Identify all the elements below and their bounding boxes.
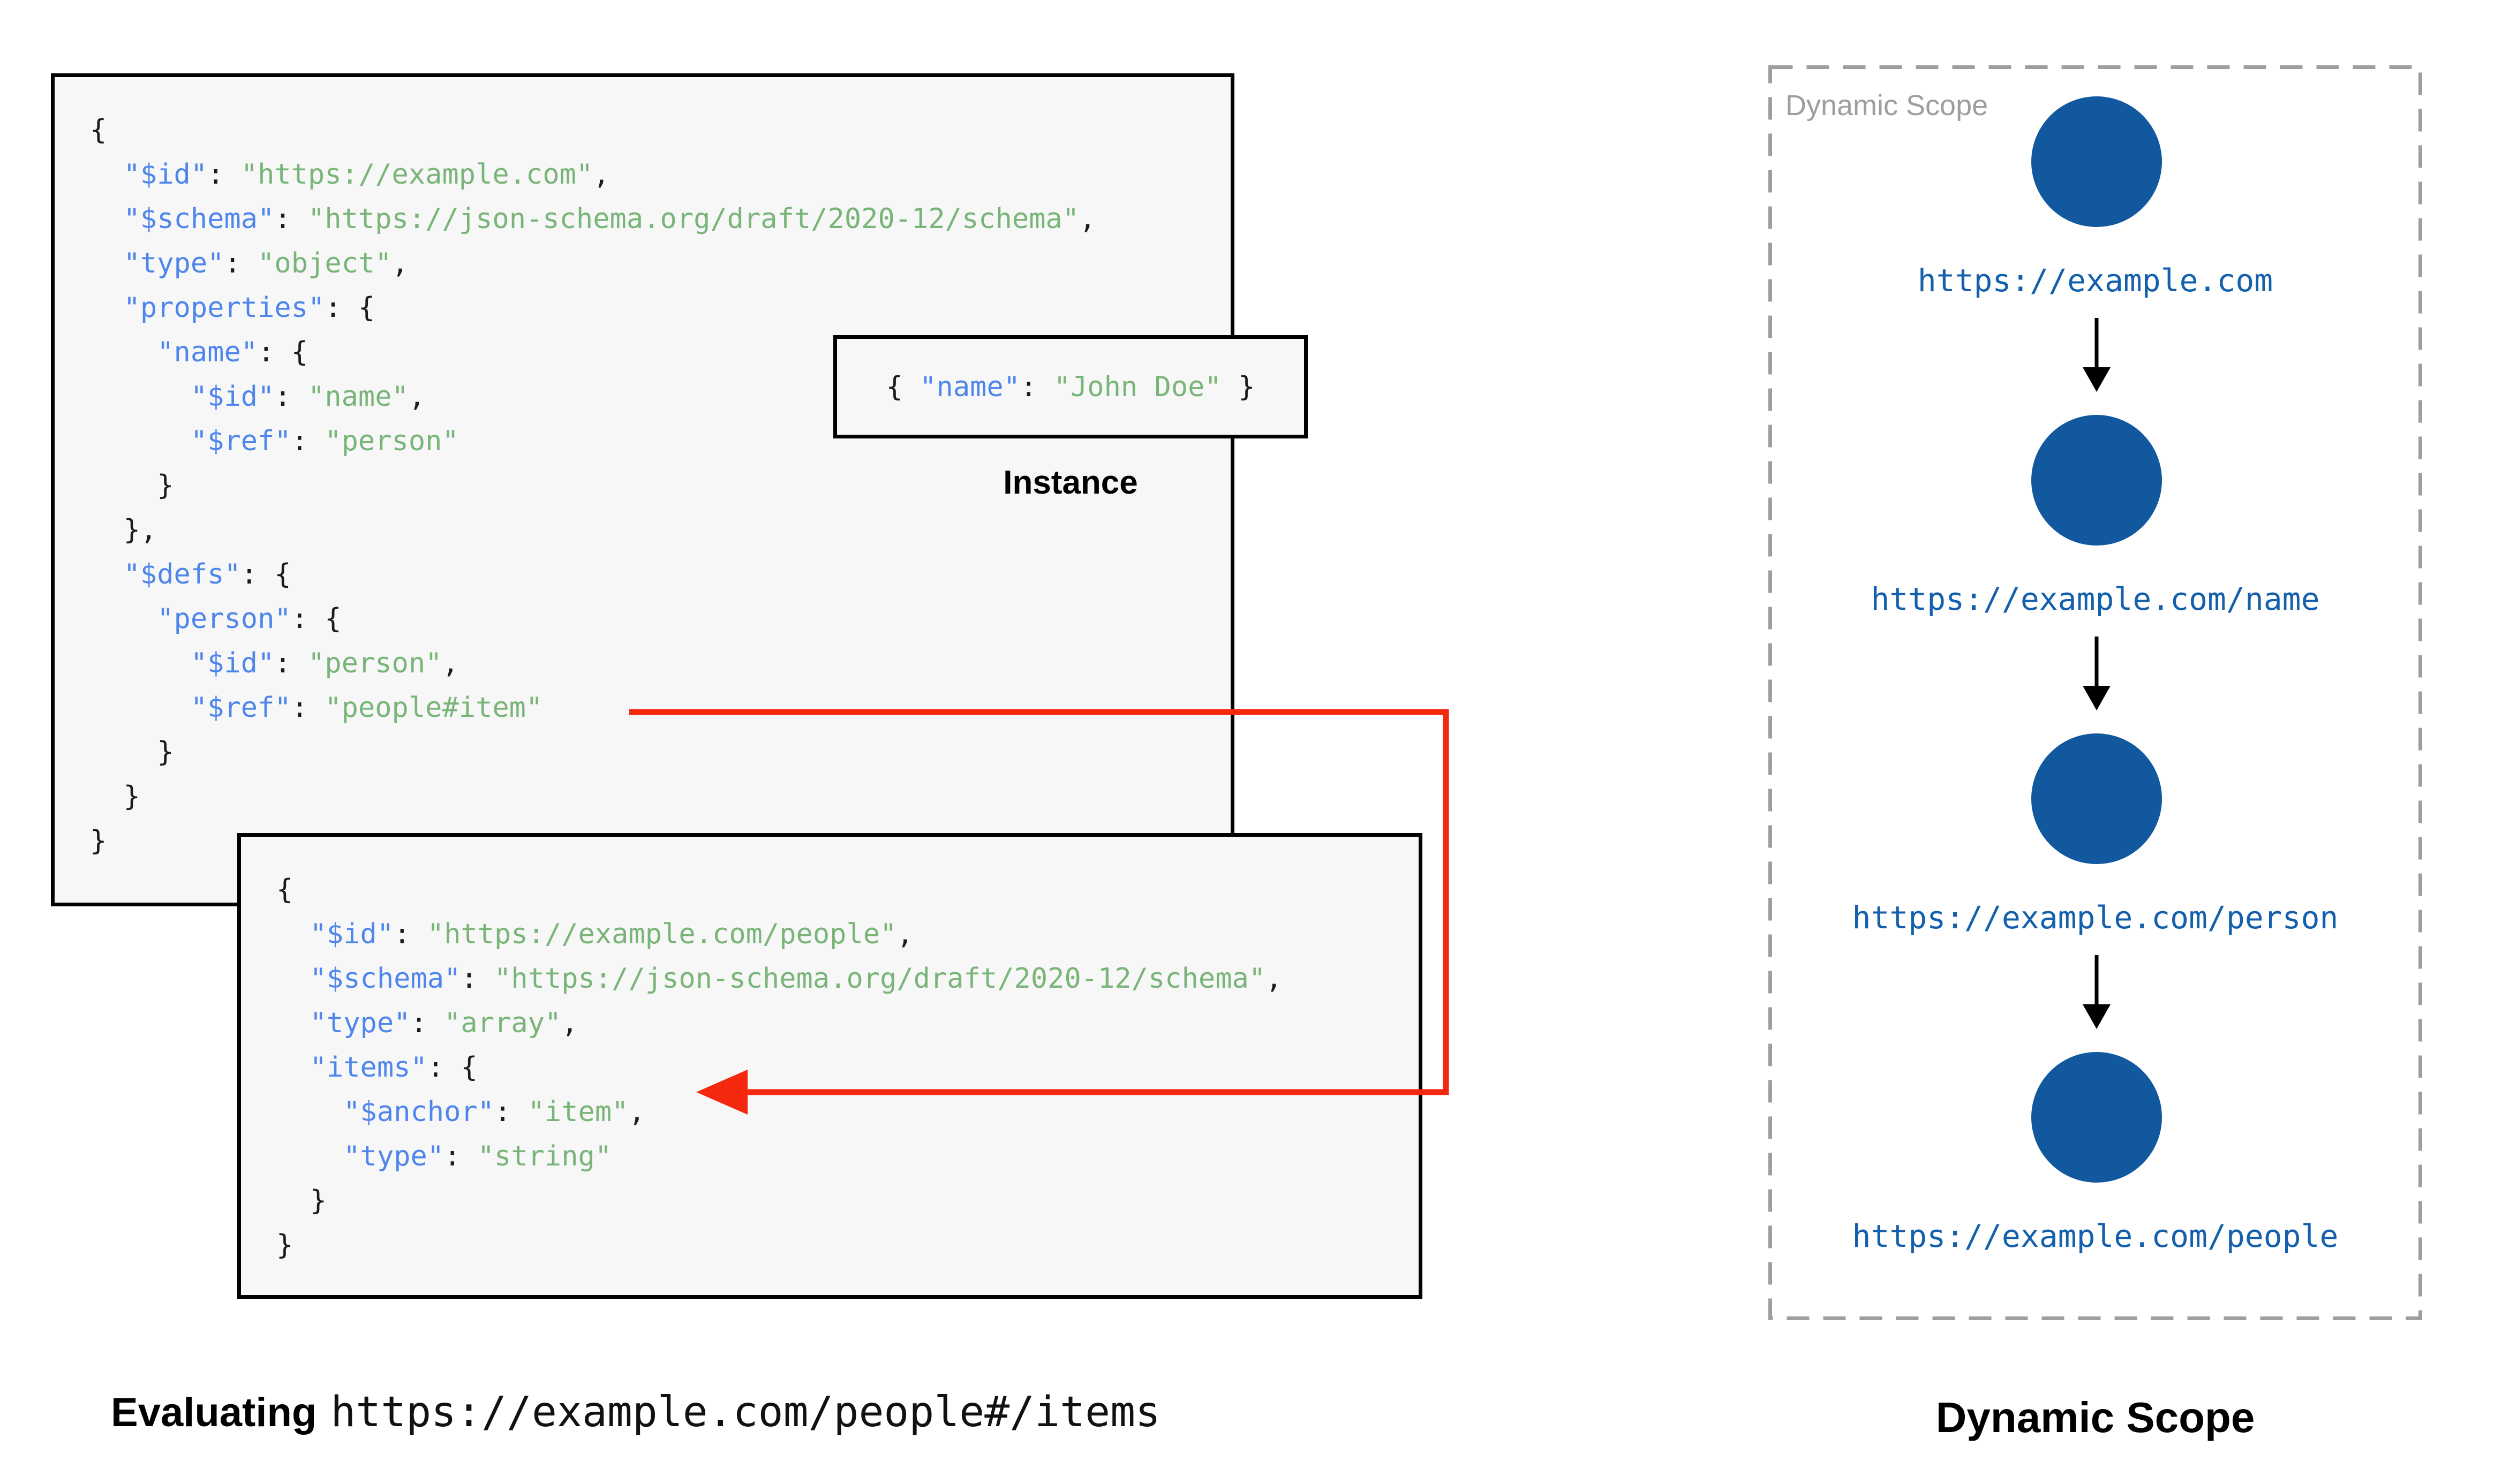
ref-to-anchor-arrow (629, 709, 1449, 1115)
scope-node-label: https://example.com/people (1852, 1218, 2339, 1254)
down-arrow-icon (2083, 637, 2111, 710)
scope-node-label: https://example.com/name (1871, 581, 2320, 617)
instance-caption: Instance (1003, 464, 1138, 501)
schema-people-code-block: { "$id": "https://example.com/people", "… (237, 833, 1422, 1299)
dynamic-scope-watermark: Dynamic Scope (1785, 89, 1988, 122)
dynamic-scope-caption: Dynamic Scope (1935, 1394, 2255, 1441)
schema-root-code: { "$id": "https://example.com", "$schema… (90, 114, 1096, 857)
instance-box: { "name": "John Doe" } (833, 335, 1308, 438)
schema-root-code-block: { "$id": "https://example.com", "$schema… (51, 73, 1234, 906)
evaluating-caption-uri: https://example.com/people#/items (330, 1388, 1160, 1436)
evaluating-caption: Evaluating https://example.com/people#/i… (111, 1388, 1160, 1436)
scope-node-circle (2031, 1052, 2162, 1183)
evaluating-caption-prefix: Evaluating (111, 1390, 317, 1435)
scope-node-circle (2031, 733, 2162, 864)
dynamic-scope-border (1768, 65, 2422, 1320)
schema-people-code: { "$id": "https://example.com/people", "… (276, 874, 1283, 1261)
scope-node-label: https://example.com/person (1852, 899, 2339, 936)
scope-node-circle (2031, 415, 2162, 546)
scope-node-label: https://example.com (1917, 262, 2273, 299)
down-arrow-icon (2083, 955, 2111, 1029)
instance-code: { "name": "John Doe" } (886, 370, 1255, 403)
down-arrow-icon (2083, 318, 2111, 392)
scope-node-circle (2031, 96, 2162, 227)
